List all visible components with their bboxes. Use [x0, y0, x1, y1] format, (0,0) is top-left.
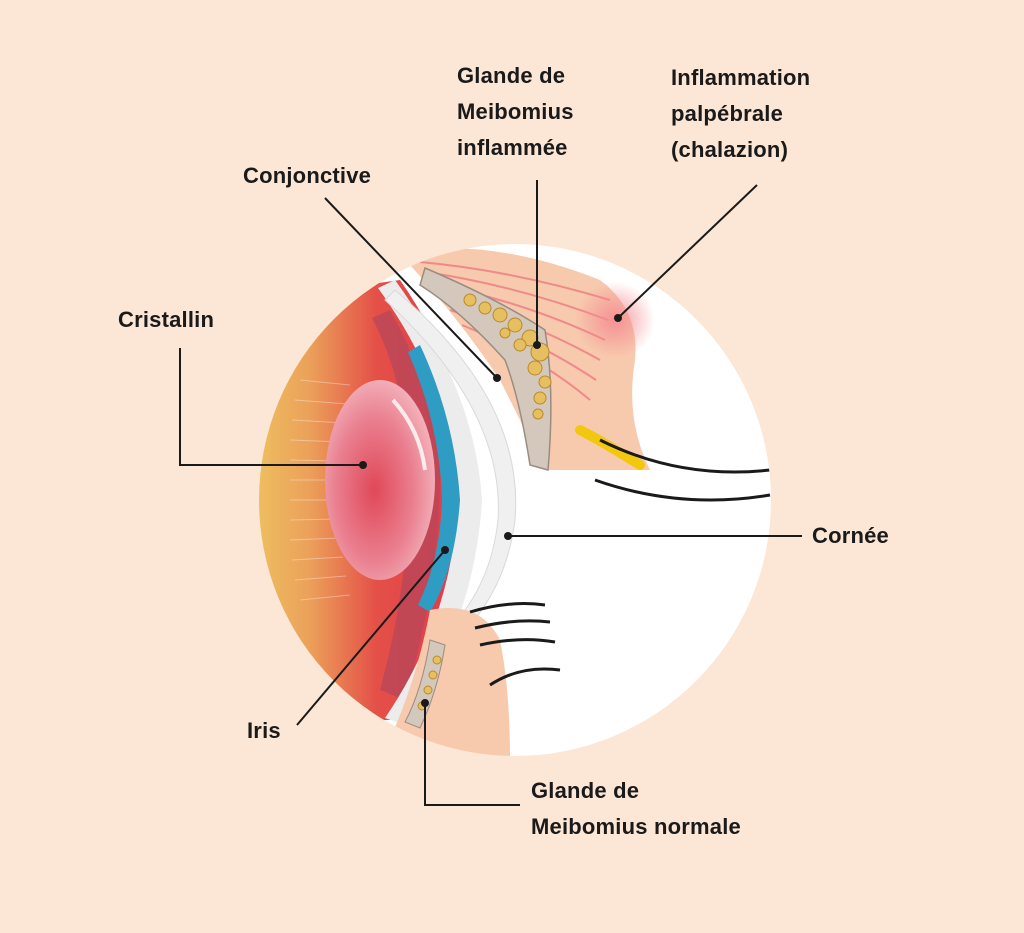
leader-glande-normale: [424, 703, 520, 806]
label-iris: Iris: [247, 718, 281, 743]
iris-shape: [408, 345, 460, 612]
label-cristallin: Cristallin: [118, 307, 215, 332]
upper-eyelash: [594, 478, 771, 502]
leader-lines: [179, 180, 802, 806]
label-inflammation-palpebrale: Inflammation palpébrale (chalazion): [671, 65, 811, 162]
leader-dots: [359, 314, 622, 707]
leader-iris: [296, 549, 446, 726]
upper-eyelash: [599, 438, 771, 474]
label-glande-normale: Glande de Meibomius normale: [531, 778, 741, 839]
lower-eyelashes: [469, 602, 561, 687]
lens-shape: [325, 380, 435, 580]
leader-cristallin: [179, 348, 363, 466]
label-conjonctive: Conjonctive: [243, 163, 372, 188]
leader-inflammation: [617, 184, 758, 319]
label-glande-inflammee: Glande de Meibomius inflammée: [457, 63, 574, 160]
leader-conjonctive: [324, 197, 498, 379]
label-cornee: Cornée: [812, 523, 889, 548]
